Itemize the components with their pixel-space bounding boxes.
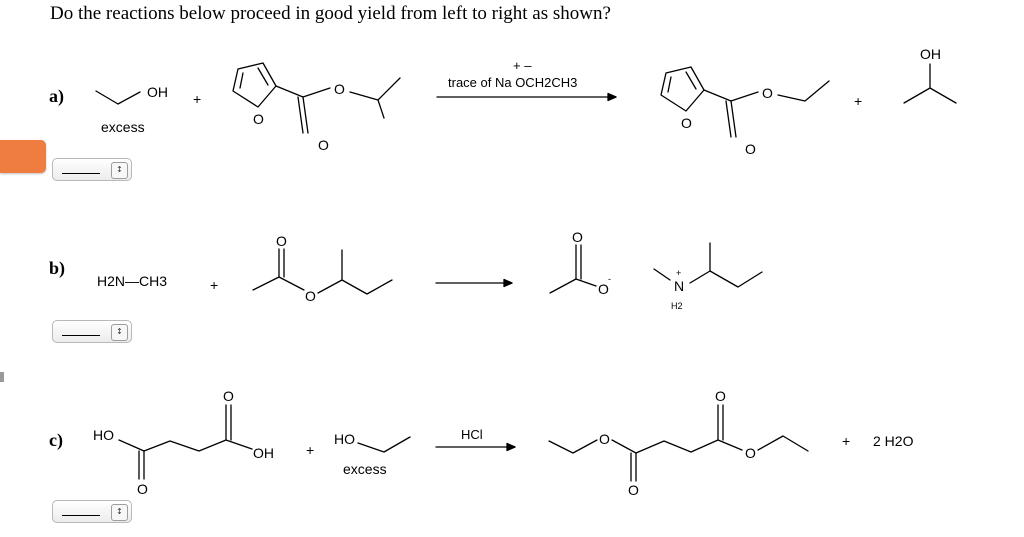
excess-label: excess — [343, 461, 387, 477]
water-byproduct-label: 2 H2O — [873, 433, 914, 449]
oxygen-label: O — [599, 431, 610, 447]
oxygen-label: O — [318, 137, 329, 153]
excess-label: excess — [101, 119, 145, 135]
succinic-acid-structure — [118, 404, 253, 480]
ammonium-structure — [653, 242, 763, 288]
reaction-a-label: a) — [49, 86, 64, 106]
edge-marker — [0, 372, 4, 382]
oxygen-label: O — [681, 115, 692, 131]
plus-sign: + — [854, 93, 862, 109]
oxygen-label: O — [745, 141, 756, 157]
answer-blank — [62, 515, 100, 516]
oxygen-label: O — [223, 388, 234, 404]
ho-label: HO — [334, 431, 355, 447]
ethanol-structure — [95, 90, 141, 105]
isopropanol-structure — [903, 63, 957, 104]
reagent-label: trace of Na OCH2CH3 — [448, 75, 577, 90]
plus-sign: + — [193, 91, 201, 107]
ho-label: HO — [93, 427, 114, 443]
oxygen-label: O — [628, 482, 639, 498]
furan-ethyl-ester-structure — [660, 66, 830, 138]
oxygen-label: O — [762, 85, 773, 101]
acetate-structure — [549, 244, 597, 294]
h2-label: H2 — [671, 301, 683, 311]
oxygen-label: O — [276, 233, 287, 249]
answer-blank — [62, 173, 100, 174]
reagent-charges: + – — [513, 58, 532, 73]
chevron-updown-icon: ↕ — [111, 324, 128, 341]
answer-select-c[interactable]: ↕ — [52, 500, 132, 523]
ethanol-structure-c — [357, 436, 411, 453]
answer-select-b[interactable]: ↕ — [52, 320, 132, 343]
plus-sign: + — [842, 433, 850, 449]
reaction-c-label: c) — [49, 430, 63, 450]
oh-label: OH — [253, 445, 274, 461]
catalyst-label: HCl — [461, 427, 483, 442]
question-marker-tab[interactable] — [0, 140, 46, 173]
oh-label: OH — [147, 84, 168, 100]
nitrogen-label: N — [674, 278, 684, 294]
plus-sign: + — [306, 442, 314, 458]
ethyl-isobutyrate-structure — [252, 248, 393, 295]
question-text: Do the reactions below proceed in good y… — [50, 3, 611, 24]
diethyl-succinate-structure — [548, 404, 809, 482]
plus-sign: + — [210, 277, 218, 293]
oxygen-label: O — [745, 445, 756, 461]
oxygen-label: O — [715, 388, 726, 404]
answer-blank — [62, 335, 100, 336]
reaction-b-label: b) — [49, 258, 66, 278]
oxygen-label: O — [334, 81, 345, 97]
oxygen-label: O — [137, 481, 148, 497]
oxygen-label: O — [305, 288, 316, 304]
furan-isopropyl-ester-structure — [232, 62, 401, 134]
oxygen-label: O — [598, 281, 609, 297]
chevron-updown-icon: ↕ — [111, 162, 128, 179]
charge-plus: + — [676, 268, 681, 278]
oxygen-label: O — [253, 111, 264, 127]
chevron-updown-icon: ↕ — [111, 504, 128, 521]
oxygen-label: O — [572, 229, 583, 245]
methylamine-label: H2N—CH3 — [97, 273, 167, 289]
charge-minus: - — [608, 274, 611, 284]
oh-label: OH — [920, 46, 941, 62]
answer-select-a[interactable]: ↕ — [52, 158, 132, 181]
